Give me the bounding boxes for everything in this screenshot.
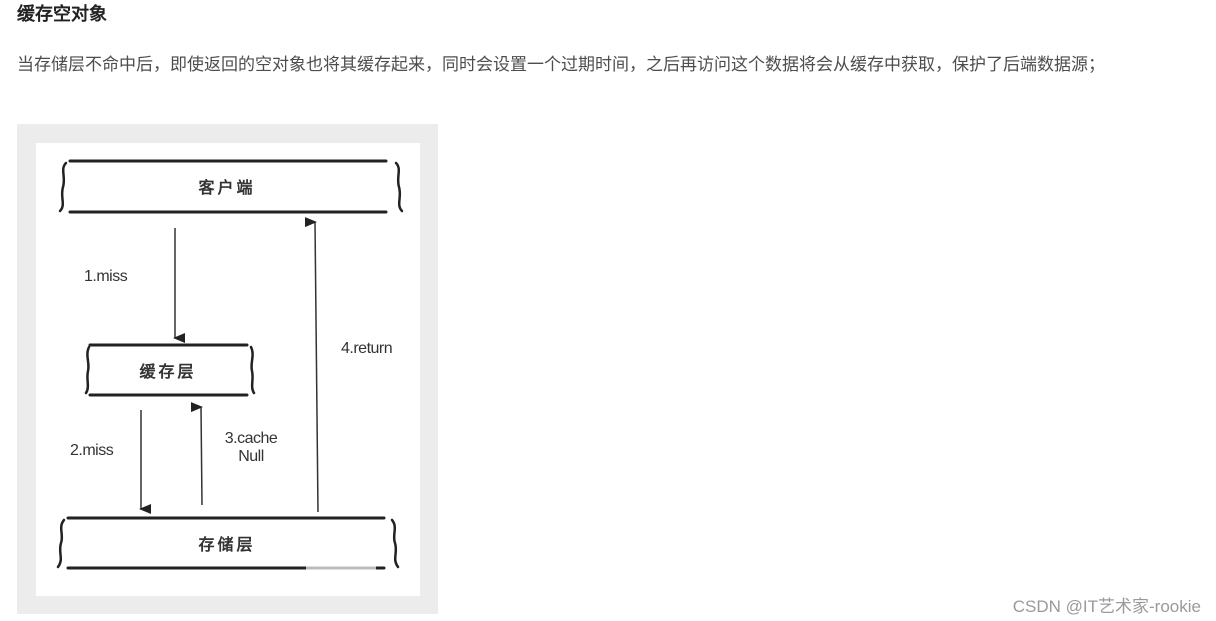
image-watermark-smudge	[306, 564, 376, 574]
article-heading: 缓存空对象	[17, 4, 107, 25]
article-paragraph: 当存储层不命中后，即使返回的空对象也将其缓存起来，同时会设置一个过期时间，之后再…	[17, 55, 1105, 75]
diagram-canvas: 客户端 缓存层 存储层 1.miss 4.return 2.miss 3.cac…	[36, 143, 420, 596]
diagram-figure: 客户端 缓存层 存储层 1.miss 4.return 2.miss 3.cac…	[17, 124, 438, 614]
edge-label-step3: 3.cache Null	[216, 430, 286, 466]
edge-label-step4: 4.return	[341, 340, 393, 357]
edge-label-step3-line1: 3.cache	[224, 430, 278, 447]
arrow-step3-up	[190, 402, 203, 506]
client-box-label: 客户端	[198, 178, 256, 197]
client-box-outline	[58, 159, 404, 214]
arrow-step4-up	[304, 217, 319, 513]
diagram-drawing	[56, 159, 404, 574]
storage-box-label: 存储层	[198, 535, 256, 554]
edge-label-step1: 1.miss	[84, 268, 128, 285]
csdn-watermark: CSDN @IT艺术家-rookie	[1012, 597, 1201, 616]
edge-label-step3-line2: Null	[238, 448, 264, 465]
cache-box-outline	[84, 343, 256, 397]
cache-box-label: 缓存层	[139, 362, 197, 381]
edge-label-step2: 2.miss	[70, 442, 114, 459]
